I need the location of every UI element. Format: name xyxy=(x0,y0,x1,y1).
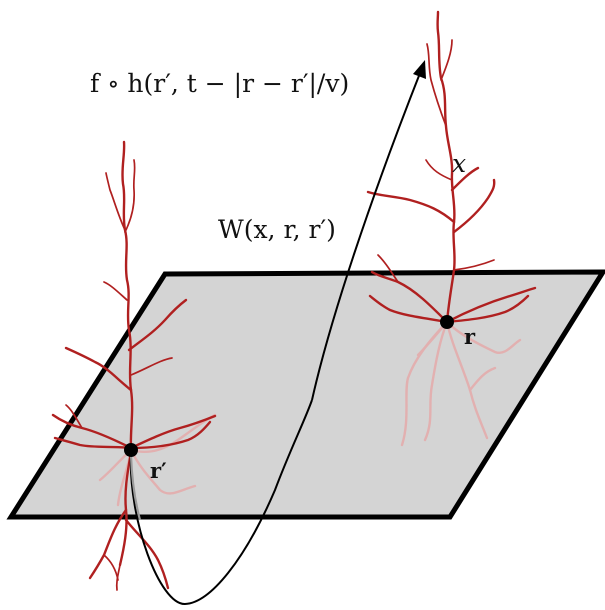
transfer-function-label: f ∘ h(r′, t − |r − r′|/v) xyxy=(90,69,349,99)
right-neuron xyxy=(366,10,537,324)
axon-connection-curve xyxy=(129,60,426,606)
soma-r-dot xyxy=(440,315,454,329)
soma-r-prime-label: r′ xyxy=(150,458,167,483)
cortical-sheet-plane xyxy=(6,269,605,520)
connectivity-kernel-label: W(x, r, r′) xyxy=(218,215,336,244)
left-neuron xyxy=(51,140,217,591)
right-neuron-basal-dendrites xyxy=(400,320,522,447)
target-point-label: x xyxy=(452,149,466,178)
soma-r-label: r xyxy=(464,324,476,349)
arrowhead-icon xyxy=(413,60,426,79)
soma-r-prime-dot xyxy=(124,443,138,457)
